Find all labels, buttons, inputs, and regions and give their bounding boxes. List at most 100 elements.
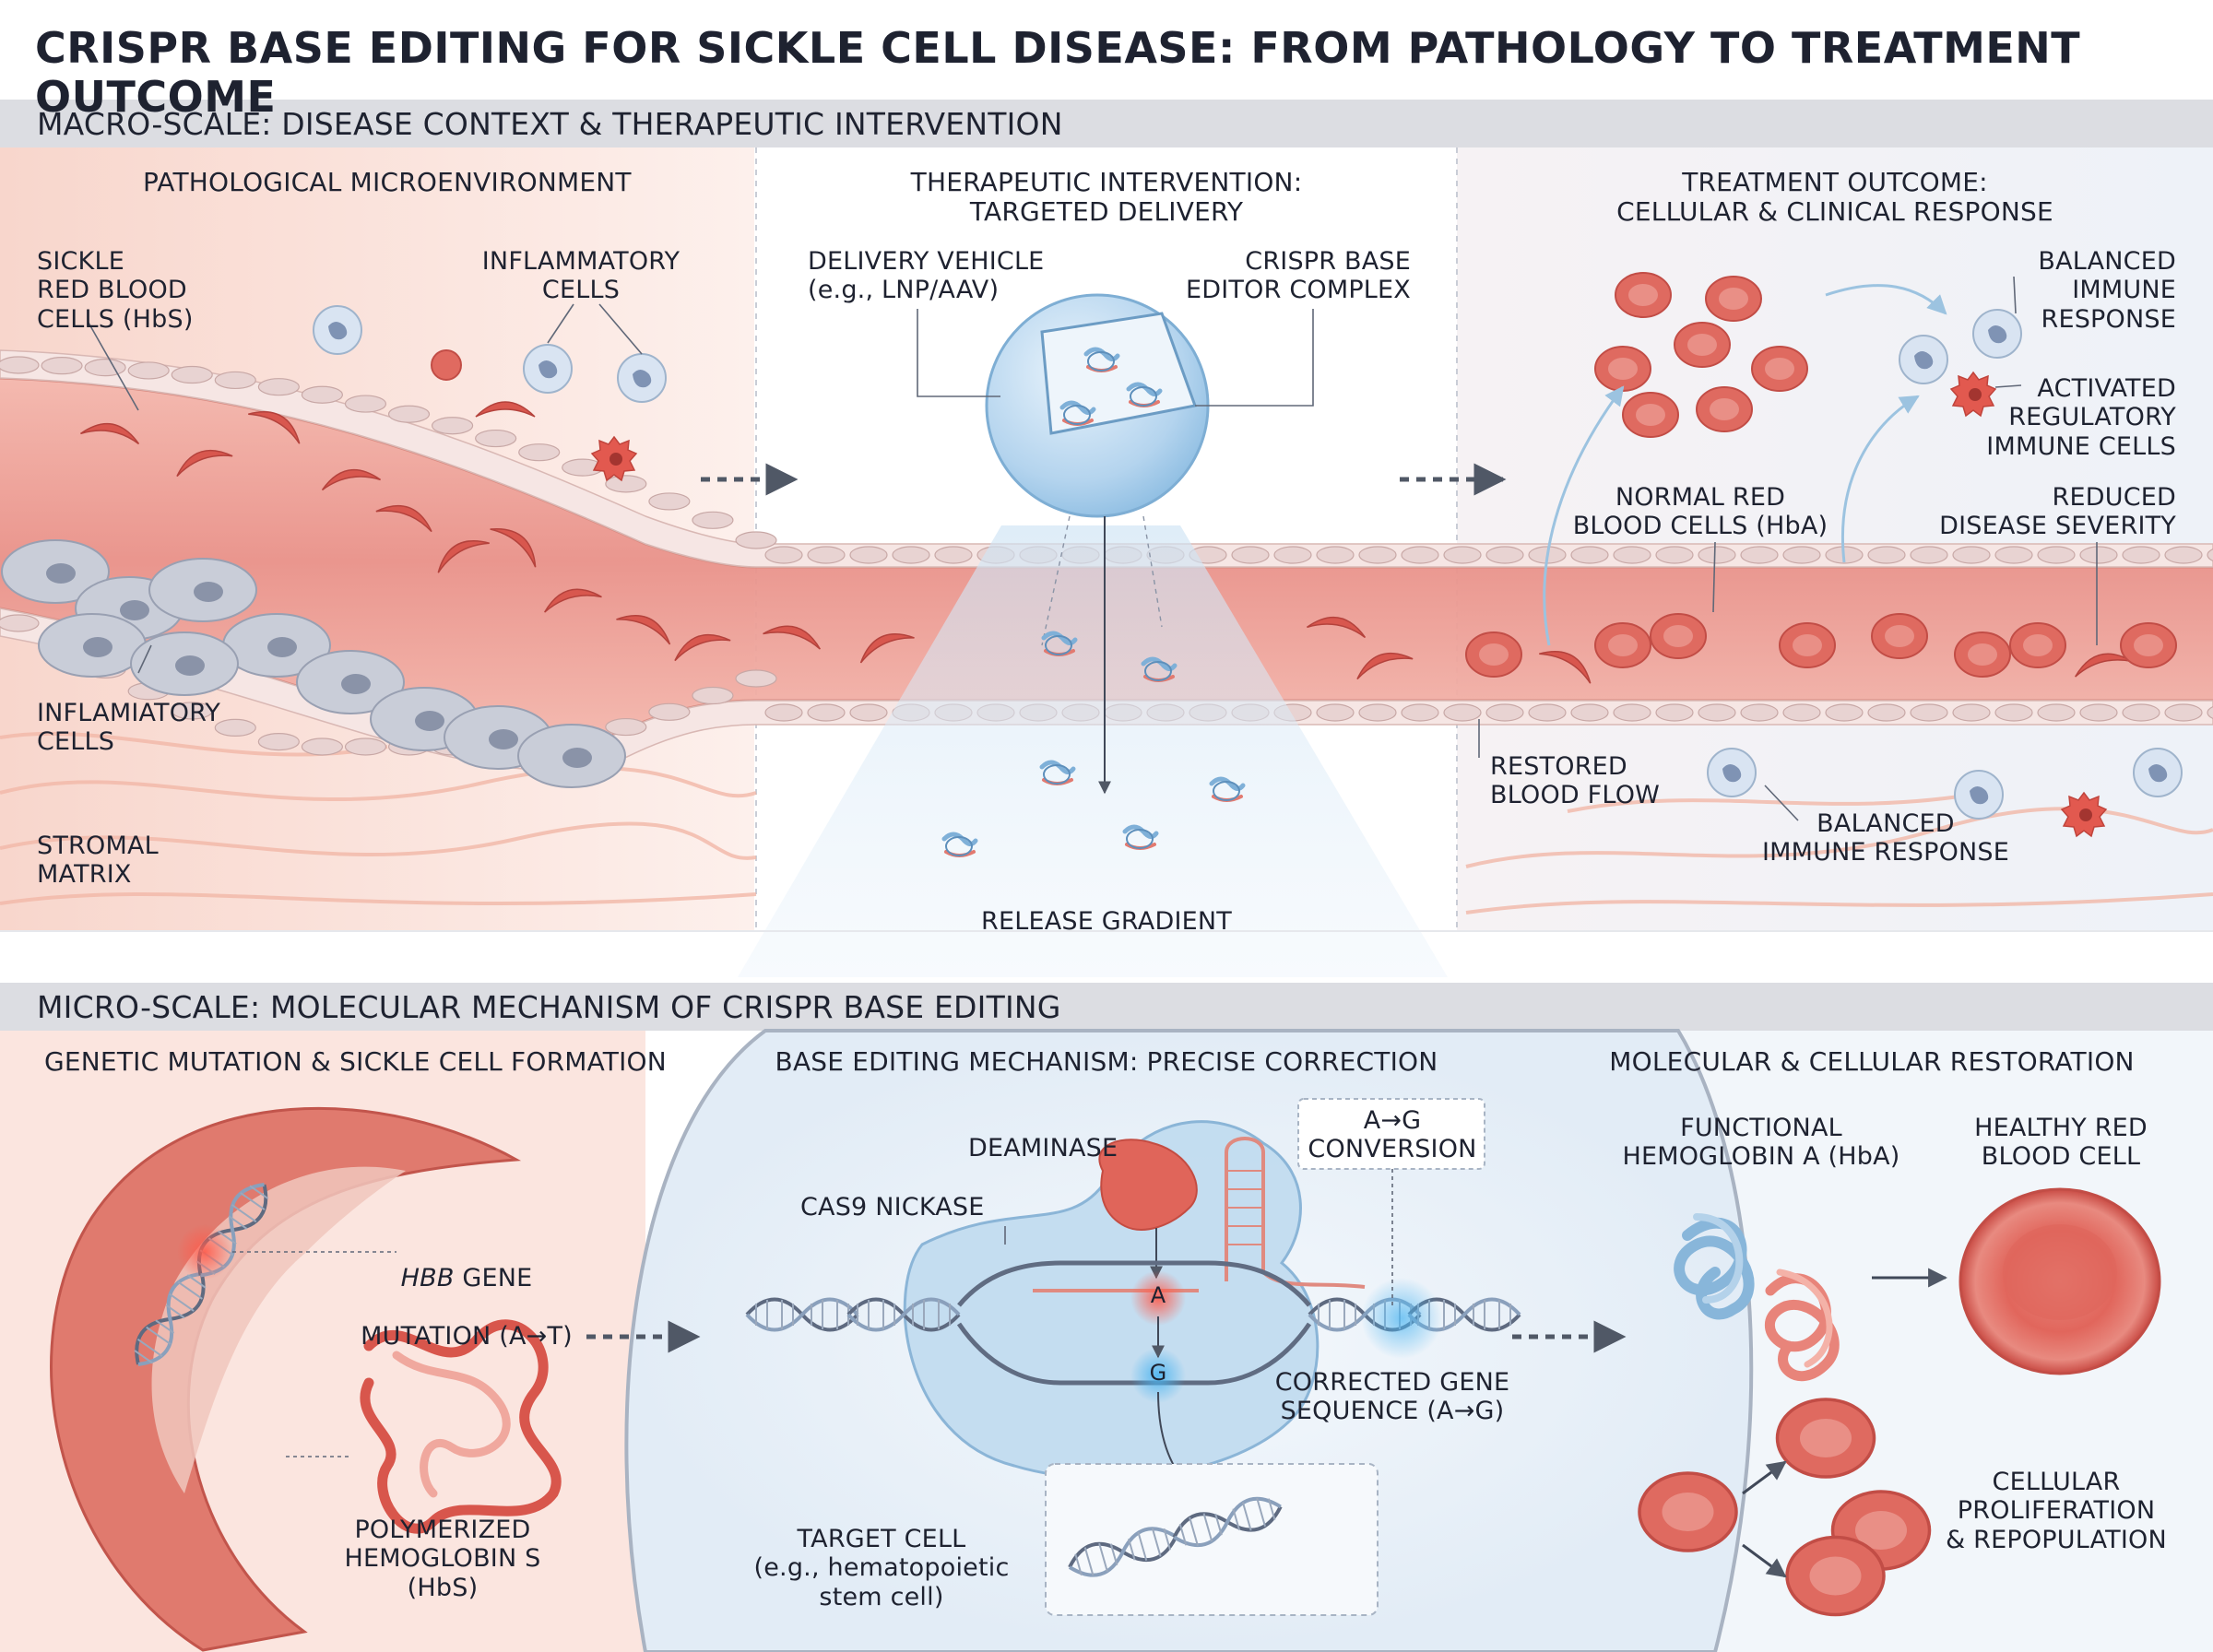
endothelial-cell <box>692 686 734 705</box>
endothelial-cell <box>0 614 40 632</box>
vehicle-label: DELIVERY VEHICLE (e.g., LNP/AAV) <box>808 247 1045 305</box>
inflammatory-nucleus <box>46 563 76 584</box>
normal-rbc <box>2009 622 2066 668</box>
endothelial-cell <box>735 669 777 688</box>
hbs-polymer <box>360 1319 562 1534</box>
inflammatory-nucleus <box>489 729 518 749</box>
hbb-gene-name: HBB <box>400 1264 455 1293</box>
endothelial-cell <box>171 702 213 720</box>
reduced-label: REDUCED DISEASE SEVERITY <box>1939 483 2176 541</box>
base-g: G <box>1149 1360 1167 1386</box>
balanced-top-label: BALANCED IMMUNE RESPONSE <box>2038 247 2176 334</box>
endothelial-cell <box>764 703 803 722</box>
endothelial-cell <box>1358 546 1397 564</box>
leader-lines-outcome <box>1478 276 2098 821</box>
patho-heading: PATHOLOGICAL MICROENVIRONMENT <box>143 167 632 197</box>
endothelial-cell <box>301 385 344 404</box>
endothelial-cell <box>257 378 300 396</box>
endothelial-cell <box>84 359 126 377</box>
endothelial-cell <box>849 546 888 564</box>
inflammatory-nucleus <box>341 674 371 694</box>
editor-label: CRISPR BASE EDITOR COMPLEX <box>1186 247 1411 305</box>
endothelial-cell <box>2207 705 2213 720</box>
inflammatory-top-label: INFLAMMATORY CELLS <box>481 247 680 305</box>
target-cell-label: TARGET CELL (e.g., hematopoietic stem ce… <box>753 1525 1010 1611</box>
endothelial-cell <box>692 511 734 529</box>
normal-rbc <box>1779 622 1836 668</box>
inflamatory-bottom-label: INFLAMIATORY CELLS <box>37 699 221 757</box>
endothelial-cell <box>1994 703 2033 722</box>
endothelial-cell <box>2037 546 2076 564</box>
leader-lines-intervention <box>917 309 1314 407</box>
endothelial-cell <box>2079 703 2118 722</box>
endothelial-cell <box>2164 546 2203 564</box>
sickle-rbc-label: SICKLE RED BLOOD CELLS (HbS) <box>37 247 194 334</box>
mechanism-heading: BASE EDITING MECHANISM: PRECISE CORRECTI… <box>775 1046 1438 1077</box>
endothelial-cell <box>605 475 647 493</box>
endothelial-cell <box>1443 703 1482 722</box>
endothelial-cell <box>127 361 170 380</box>
endothelial-cell <box>41 357 83 375</box>
endothelial-cell <box>735 531 777 549</box>
endothelial-cell <box>257 732 300 751</box>
endothelial-cell <box>764 546 803 564</box>
deaminase <box>1098 1139 1198 1231</box>
endothelial-cell <box>1655 703 1694 722</box>
endothelial-cell <box>2122 703 2160 722</box>
endothelial-cell <box>1740 703 1779 722</box>
normal-rbc <box>1594 622 1651 668</box>
hbb-mutation-line: MUTATION (A→T) <box>361 1321 573 1351</box>
endothelial-cell <box>1358 703 1397 722</box>
cas9-label: CAS9 NICKASE <box>800 1193 985 1221</box>
inflammatory-nucleus <box>562 748 592 768</box>
endothelial-cell <box>1698 703 1736 722</box>
endothelial-cell <box>1316 703 1355 722</box>
proliferation-arrows <box>1742 1460 1787 1578</box>
endothelial-cell <box>1698 546 1736 564</box>
release-lines <box>1041 515 1163 646</box>
endothelial-cell <box>1528 703 1567 722</box>
endothelial-cell <box>1994 546 2033 564</box>
endothelial-cell <box>1867 703 1906 722</box>
healthy-rbc-label: HEALTHY RED BLOOD CELL <box>1974 1114 2148 1172</box>
endothelial-cell <box>1782 703 1821 722</box>
healthy-rbc-large <box>1959 1187 2161 1375</box>
endothelial-cell <box>1952 546 1991 564</box>
release-cone <box>738 525 1448 977</box>
base-g-glow <box>1130 1348 1186 1403</box>
page-title: CRISPR BASE EDITING FOR SICKLE CELL DISE… <box>35 23 2081 123</box>
inflammatory-nucleus <box>175 655 205 676</box>
endothelial-cell <box>1910 703 1948 722</box>
endothelial-cell <box>2207 548 2213 562</box>
endothelial-cell <box>344 738 387 756</box>
inflammatory-nucleus <box>267 637 297 657</box>
endothelial-cell <box>849 703 888 722</box>
endothelial-cell <box>1570 546 1609 564</box>
endothelial-cell <box>431 417 474 435</box>
endothelial-cell <box>214 371 256 390</box>
endothelial-cell <box>344 395 387 413</box>
corrected-label: CORRECTED GENE SEQUENCE (A→G) <box>1274 1368 1510 1426</box>
polymerized-label: POLYMERIZED HEMOGLOBIN S (HbS) <box>344 1516 541 1602</box>
endothelial-cell <box>2122 546 2160 564</box>
endothelial-cell <box>1613 703 1651 722</box>
endothelial-cell <box>301 738 344 756</box>
conversion-label: A→G CONVERSION <box>1308 1106 1477 1164</box>
endothelial-cell <box>1910 546 1948 564</box>
endothelial-cell <box>1316 546 1355 564</box>
endothelial-cell <box>807 546 846 564</box>
endothelial-cell <box>0 356 40 374</box>
conversion-box <box>1297 1098 1485 1170</box>
stromal-fibers <box>0 731 2213 914</box>
leader-lines-patho <box>88 303 643 674</box>
balanced-bottom-label: BALANCED IMMUNE RESPONSE <box>1761 809 2010 867</box>
proliferation-label: CELLULAR PROLIFERATION & REPOPULATION <box>1946 1468 2167 1554</box>
endothelial-cell <box>1740 546 1779 564</box>
mutation-heading: GENETIC MUTATION & SICKLE CELL FORMATION <box>44 1046 667 1077</box>
outcome-curved-arrows <box>1543 284 1947 646</box>
mutation-glow <box>177 1224 232 1280</box>
intervention-heading: THERAPEUTIC INTERVENTION: TARGETED DELIV… <box>910 167 1303 228</box>
normal-rbc <box>1650 613 1707 659</box>
base-a: A <box>1150 1282 1166 1308</box>
inflammatory-cells <box>313 305 667 481</box>
